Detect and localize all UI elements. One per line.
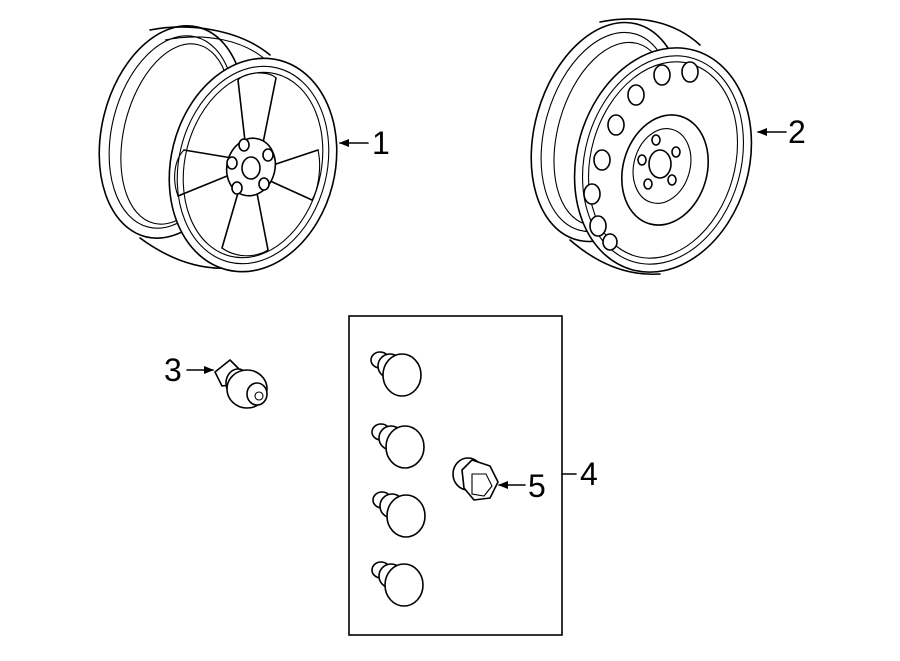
- callout-3: 3: [164, 352, 182, 388]
- valve-stem: [214, 359, 268, 409]
- lug-nut-2: [371, 423, 425, 469]
- alloy-wheel: [98, 25, 338, 273]
- callout-5: 5: [528, 468, 546, 504]
- locking-lug-nut: [452, 457, 499, 501]
- spare-wheel: [530, 18, 753, 276]
- callout-1: 1: [372, 125, 390, 161]
- lug-nut-3: [372, 491, 426, 538]
- callout-2: 2: [788, 114, 806, 150]
- lug-nut-1: [370, 351, 422, 397]
- lug-nut-4: [371, 561, 424, 607]
- callout-4: 4: [580, 456, 598, 492]
